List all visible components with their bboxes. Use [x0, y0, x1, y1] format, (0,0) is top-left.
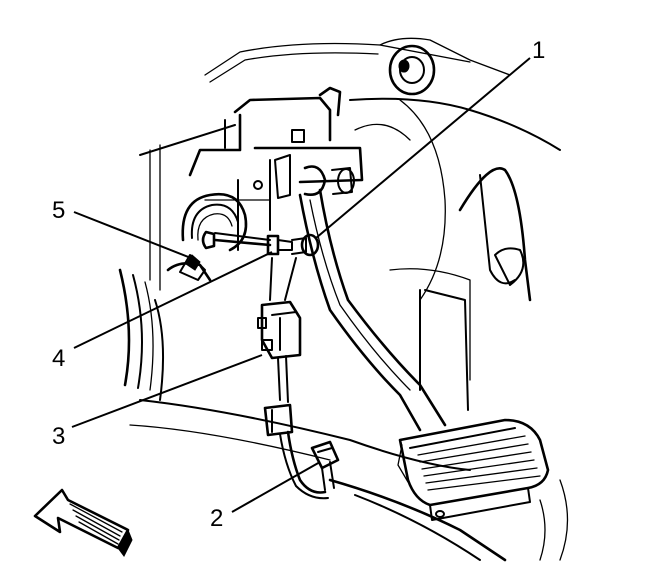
retainer-clip	[266, 234, 293, 256]
brake-pedal-pad	[397, 418, 550, 521]
callout-label-5: 5	[52, 197, 65, 224]
callout-label-4: 4	[52, 345, 65, 372]
forward-arrow	[33, 488, 133, 557]
leader-4	[73, 251, 273, 349]
leader-1	[315, 57, 531, 239]
callout-label-3: 3	[52, 423, 65, 450]
stop-lamp-switch	[257, 257, 302, 360]
center-console-trim	[354, 99, 532, 411]
wiring-connector	[310, 440, 340, 491]
pedal-bracket	[188, 86, 364, 251]
leader-2	[231, 461, 321, 513]
floor-outline	[129, 399, 569, 562]
leader-3	[71, 354, 263, 428]
callout-label-2: 2	[210, 505, 223, 532]
push-rod	[201, 230, 272, 250]
callout-leaders	[71, 57, 531, 513]
brake-pedal-arm	[298, 188, 447, 432]
leader-5	[73, 211, 197, 261]
dash-outline	[139, 37, 561, 291]
steering-column-boot	[166, 192, 248, 282]
pedal-bushing	[291, 233, 320, 257]
wiring-harness	[263, 355, 329, 500]
left-dash-vent	[118, 268, 165, 401]
callout-label-1: 1	[532, 37, 545, 64]
callout-labels: 1 2 3 4 5	[52, 37, 545, 532]
grommet	[388, 44, 436, 96]
